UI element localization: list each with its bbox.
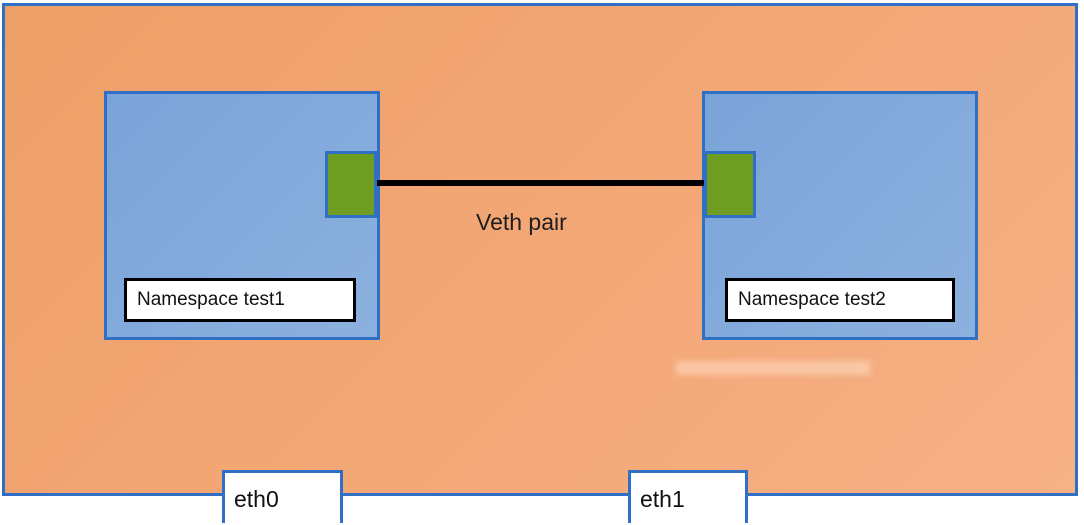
veth-link-line	[377, 180, 704, 186]
veth-pair-label: Veth pair	[476, 209, 567, 235]
namespace-test1-label: Namespace test1	[124, 278, 356, 322]
faded-artifact	[676, 361, 870, 375]
eth1-interface-box: eth1	[628, 470, 748, 523]
veth-endpoint-test1	[325, 151, 377, 218]
namespace-test2-label: Namespace test2	[725, 278, 955, 322]
veth-endpoint-test2	[704, 151, 756, 218]
eth0-interface-box: eth0	[222, 470, 343, 523]
